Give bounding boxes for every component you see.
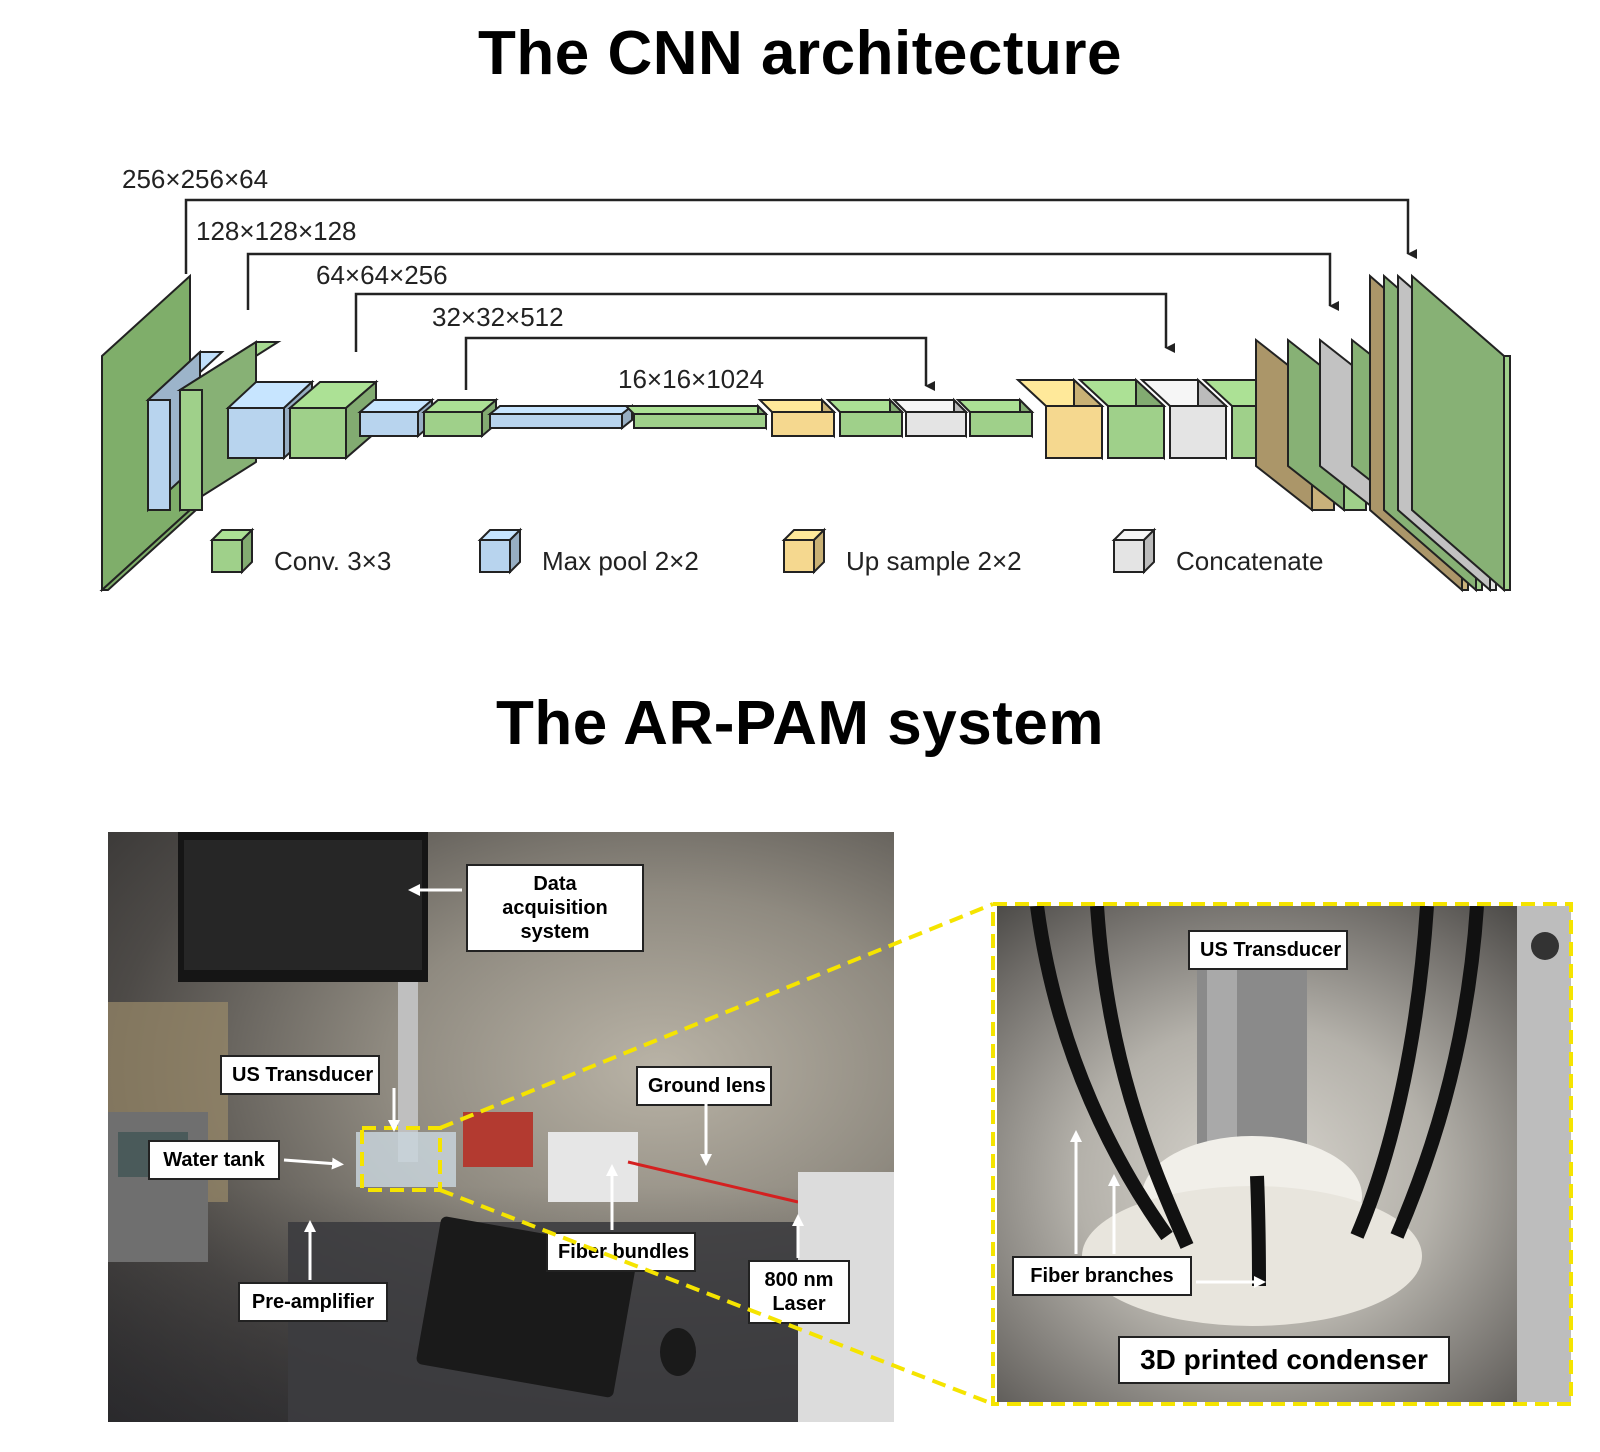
dec2-conv xyxy=(1077,377,1167,461)
skip-connections xyxy=(184,198,1417,391)
legend-label-0: Conv. 3×3 xyxy=(274,546,391,576)
pre-amplifier-callout-text: Pre-amplifier xyxy=(251,1291,375,1313)
cnn-title: The CNN architecture xyxy=(478,19,1122,88)
condenser-callout-text: 3D printed condenser xyxy=(1140,1344,1428,1375)
fiber-branches-callout-text: Fiber branches xyxy=(1030,1265,1174,1287)
skip-connection-2 xyxy=(354,292,1175,353)
dec3-conv xyxy=(825,397,905,439)
legend-item-0: Conv. 3×3 xyxy=(209,527,391,576)
skip-connection-0 xyxy=(184,198,1417,274)
zoom-photo-sketch xyxy=(1030,906,1571,1402)
dec2-up xyxy=(1015,377,1105,461)
skip-label-3: 32×32×512 xyxy=(432,302,564,332)
zoom-us-transducer-callout-text: US Transducer xyxy=(1200,939,1342,961)
fiber-bundles-callout: Fiber bundles xyxy=(546,1232,696,1272)
side-plate xyxy=(1517,906,1571,1402)
skip-label-0: 256×256×64 xyxy=(122,164,268,194)
skip-connection-1 xyxy=(246,252,1339,311)
fiber-branches-callout: Fiber branches xyxy=(1012,1256,1192,1296)
water-tank-callout: Water tank xyxy=(148,1140,280,1180)
skip-connection-3 xyxy=(464,336,935,391)
dec3-concat xyxy=(891,397,969,439)
us-transducer-callout: US Transducer xyxy=(220,1055,380,1095)
bottleneck-label: 16×16×1024 xyxy=(618,364,764,394)
dec2-concat xyxy=(1139,377,1229,461)
water-tank xyxy=(356,1132,456,1187)
zoom-us-transducer-callout: US Transducer xyxy=(1188,930,1348,970)
laser-callout: 800 nm Laser xyxy=(748,1260,850,1324)
legend-swatch xyxy=(211,539,243,573)
legend-item-3: Concatenate xyxy=(1111,527,1323,576)
zoom-photo xyxy=(997,906,1571,1402)
enc1-conv xyxy=(176,340,282,512)
fiber-5 xyxy=(1250,1175,1266,1287)
bottleneck-pool xyxy=(487,403,635,431)
dec3-up xyxy=(757,397,837,439)
fiber-bundle-box xyxy=(548,1132,638,1202)
enc2-conv xyxy=(287,379,379,461)
output-layer-3 xyxy=(1411,273,1511,593)
legend-swatch xyxy=(783,539,815,573)
ground-lens-callout-text: Ground lens xyxy=(648,1075,766,1097)
transducer-mount xyxy=(398,982,418,1162)
laser-callout-text: 800 nm Laser xyxy=(764,1269,834,1315)
layer-blocks xyxy=(99,273,1511,593)
enc3-conv xyxy=(421,397,499,439)
daq-callout: Data acquisition system xyxy=(466,864,644,952)
cnn-architecture-diagram: 256×256×64 128×128×128 64×64×256 32×32×512 1… xyxy=(99,164,1511,593)
legend-swatch xyxy=(479,539,511,573)
mouse xyxy=(660,1328,696,1376)
water-tank-callout-text: Water tank xyxy=(163,1149,265,1171)
legend-label-3: Concatenate xyxy=(1176,546,1323,576)
legend-label-2: Up sample 2×2 xyxy=(846,546,1022,576)
ground-lens-callout: Ground lens xyxy=(636,1066,772,1106)
dimension-labels: 256×256×64 128×128×128 64×64×256 32×32×512 1… xyxy=(122,164,764,394)
laser-beam xyxy=(627,1160,799,1204)
bottleneck-conv xyxy=(623,403,769,431)
skip-label-2: 64×64×256 xyxy=(316,260,448,290)
skip-label-1: 128×128×128 xyxy=(196,216,357,246)
pre-amplifier-callout: Pre-amplifier xyxy=(238,1282,388,1322)
daq-callout-text: Data acquisition system xyxy=(502,873,608,943)
enc3-pool xyxy=(357,397,435,439)
input-layer xyxy=(99,273,199,593)
legend-item-2: Up sample 2×2 xyxy=(781,527,1022,576)
condenser-callout: 3D printed condenser xyxy=(1118,1336,1450,1384)
legend-swatch xyxy=(1113,539,1145,573)
pam-title: The AR-PAM system xyxy=(496,689,1104,758)
legend-item-1: Max pool 2×2 xyxy=(477,527,699,576)
us-transducer-callout-text: US Transducer xyxy=(232,1064,374,1086)
legend: Conv. 3×3 Max pool 2×2 Up sample 2×2 Concat… xyxy=(209,527,1323,576)
legend-label-1: Max pool 2×2 xyxy=(542,546,699,576)
dec3-conv2 xyxy=(955,397,1035,439)
fiber-bundles-callout-text: Fiber bundles xyxy=(558,1241,690,1263)
red-equipment xyxy=(463,1112,533,1167)
